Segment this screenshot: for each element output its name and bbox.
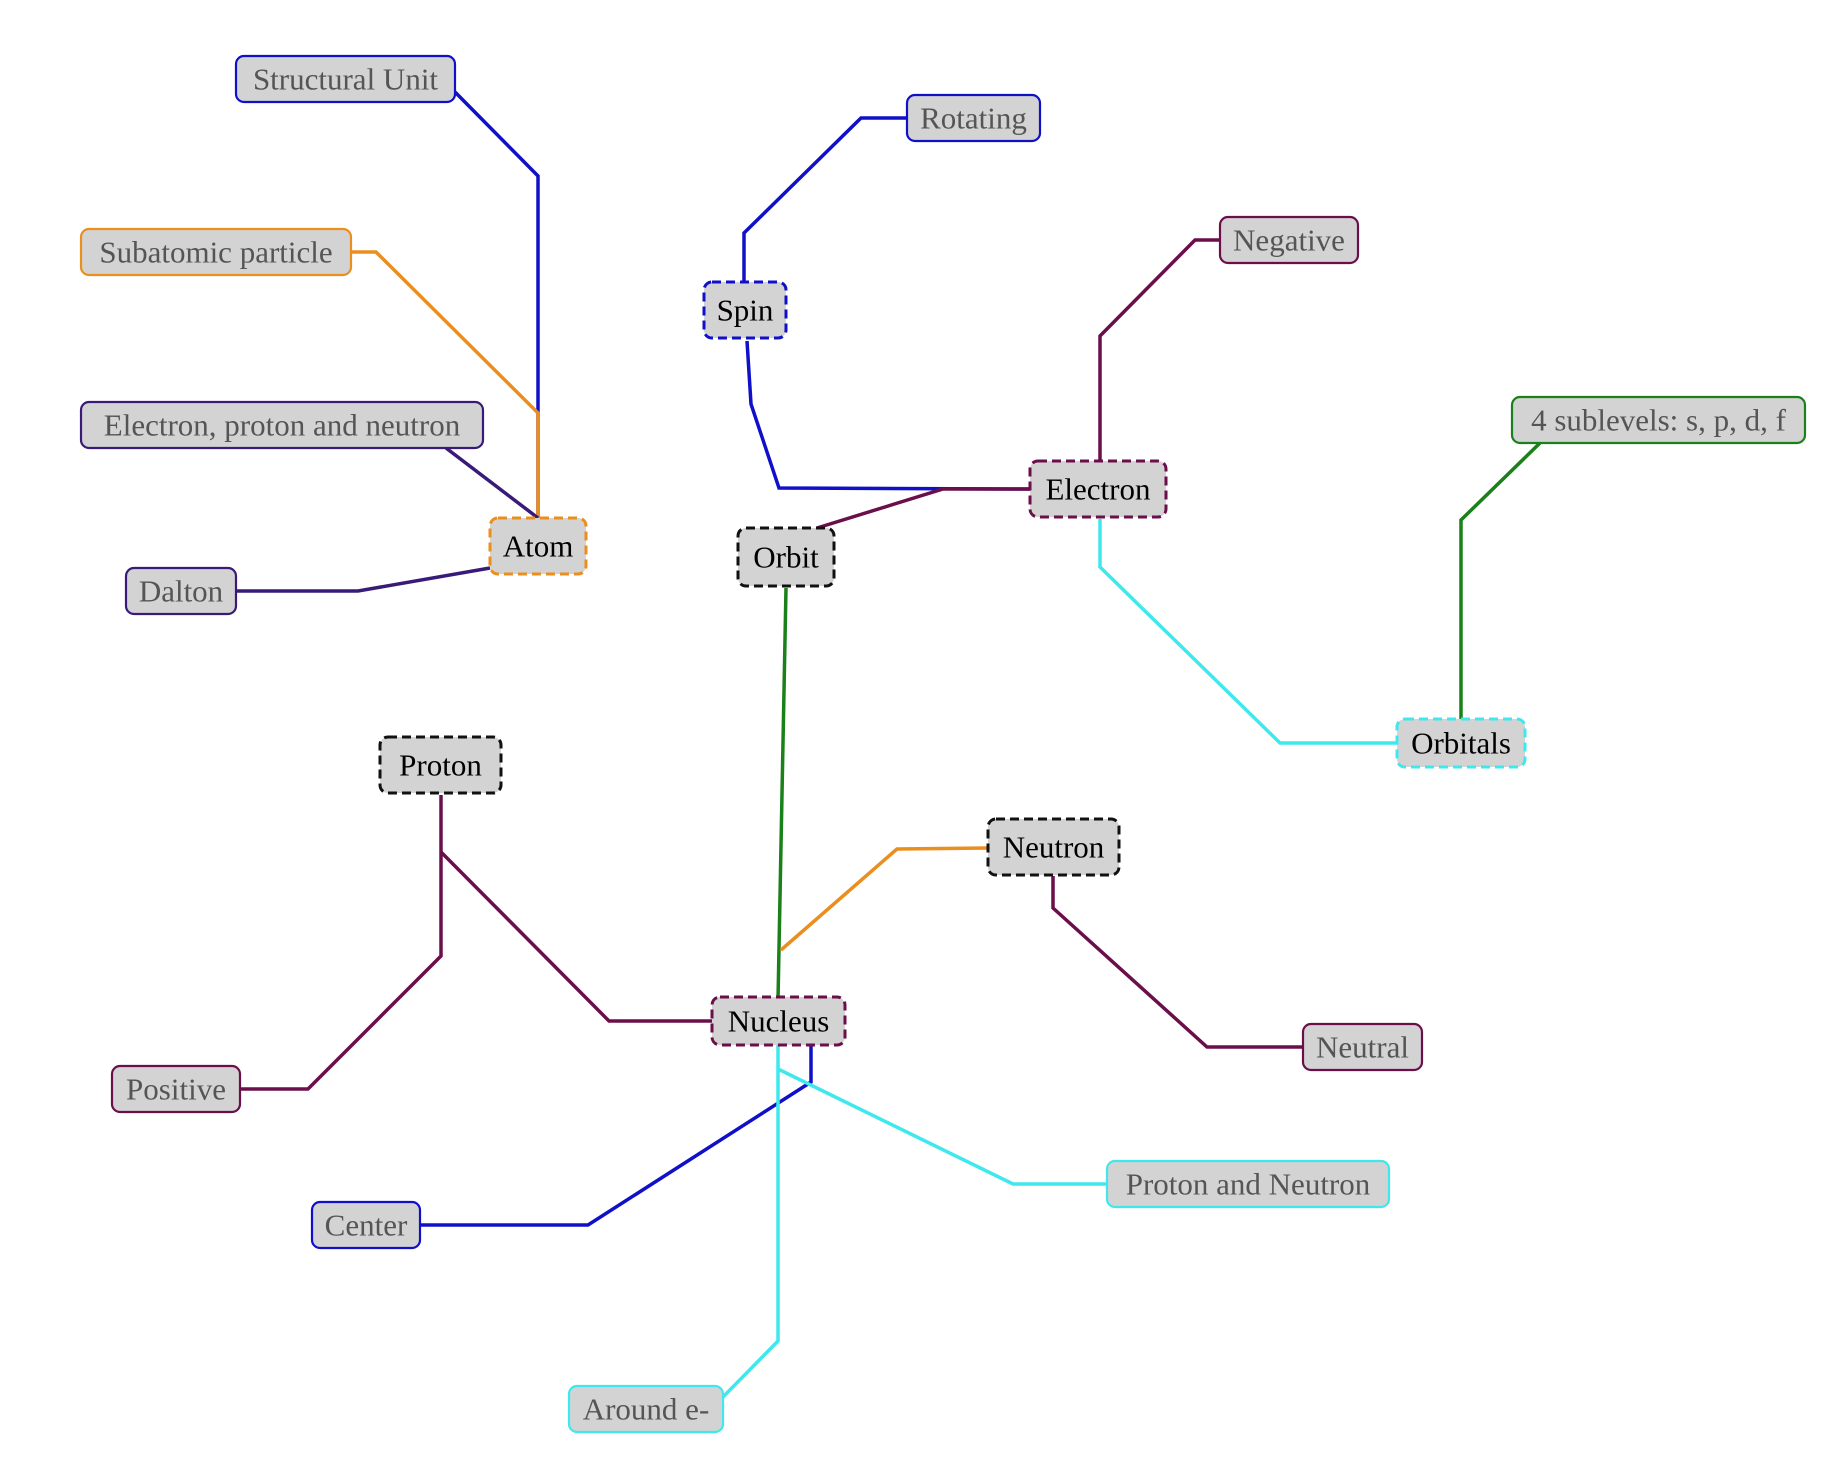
node-label: Center xyxy=(325,1208,408,1243)
edges xyxy=(236,90,1542,1399)
node-label: Orbit xyxy=(753,540,819,575)
node-label: Neutron xyxy=(1003,830,1105,865)
edge-spin-rotating xyxy=(742,116,907,282)
node-proton-and-neutron: Proton and Neutron xyxy=(1105,1159,1391,1209)
node-label: Positive xyxy=(126,1072,226,1107)
node-structural-unit: Structural Unit xyxy=(234,54,457,104)
edge-proton-nucleus xyxy=(439,850,712,1023)
edge-neutron-neutral xyxy=(1051,876,1303,1049)
edge-orbit-nucleus xyxy=(776,587,788,1001)
node-label: Proton and Neutron xyxy=(1126,1167,1371,1202)
node-neutron: Neutron xyxy=(986,817,1121,877)
node-atom: Atom xyxy=(488,516,588,576)
node-label: Atom xyxy=(503,529,574,564)
node-electron-proton-neutron: Electron, proton and neutron xyxy=(79,400,485,450)
edge-neutron-nucleus xyxy=(779,846,989,952)
edge-orbitals-sublevels xyxy=(1459,441,1542,720)
node-label: 4 sublevels: s, p, d, f xyxy=(1531,403,1787,438)
edge-atom-dalton xyxy=(236,566,491,593)
edge-electron-orbitals xyxy=(1098,519,1397,745)
edge-nucleus-around-e xyxy=(721,1045,780,1399)
node-label: Dalton xyxy=(139,574,224,609)
node-center: Center xyxy=(310,1200,422,1250)
node-positive: Positive xyxy=(110,1064,242,1114)
node-orbitals: Orbitals xyxy=(1395,717,1527,769)
node-label: Negative xyxy=(1233,223,1345,258)
node-label: Nucleus xyxy=(728,1004,830,1039)
edge-atom-structural-unit xyxy=(453,90,540,522)
edge-proton-positive xyxy=(240,795,443,1091)
node-orbit: Orbit xyxy=(736,526,836,588)
node-negative: Negative xyxy=(1218,215,1360,265)
edge-atom-electron-proton-neutron xyxy=(444,446,540,520)
node-label: Proton xyxy=(399,748,482,783)
node-label: Spin xyxy=(717,293,774,328)
edge-electron-negative xyxy=(1098,238,1220,461)
node-neutral: Neutral xyxy=(1301,1022,1424,1072)
edge-spin-electron xyxy=(745,340,1031,491)
node-rotating: Rotating xyxy=(905,93,1042,143)
node-sublevels: 4 sublevels: s, p, d, f xyxy=(1510,395,1807,445)
node-label: Electron, proton and neutron xyxy=(104,408,461,443)
node-nucleus: Nucleus xyxy=(710,995,847,1047)
node-label: Electron xyxy=(1045,472,1151,507)
node-label: Orbitals xyxy=(1411,726,1511,761)
node-around-e: Around e- xyxy=(567,1384,725,1434)
nodes: Structural Unit Subatomic particle Elect… xyxy=(79,54,1807,1434)
node-dalton: Dalton xyxy=(124,566,238,616)
edge-nucleus-center xyxy=(420,1045,813,1227)
node-electron: Electron xyxy=(1028,459,1168,519)
edge-electron-orbit xyxy=(816,487,1030,530)
node-subatomic-particle: Subatomic particle xyxy=(79,227,353,277)
edge-nucleus-proton-and-neutron xyxy=(777,1067,1107,1186)
node-label: Around e- xyxy=(583,1392,710,1427)
node-label: Structural Unit xyxy=(253,62,438,97)
edge-atom-subatomic-particle xyxy=(351,250,540,522)
node-label: Rotating xyxy=(920,101,1027,136)
node-proton: Proton xyxy=(378,735,503,795)
node-label: Subatomic particle xyxy=(99,235,332,270)
node-spin: Spin xyxy=(702,280,788,340)
node-label: Neutral xyxy=(1316,1030,1409,1065)
